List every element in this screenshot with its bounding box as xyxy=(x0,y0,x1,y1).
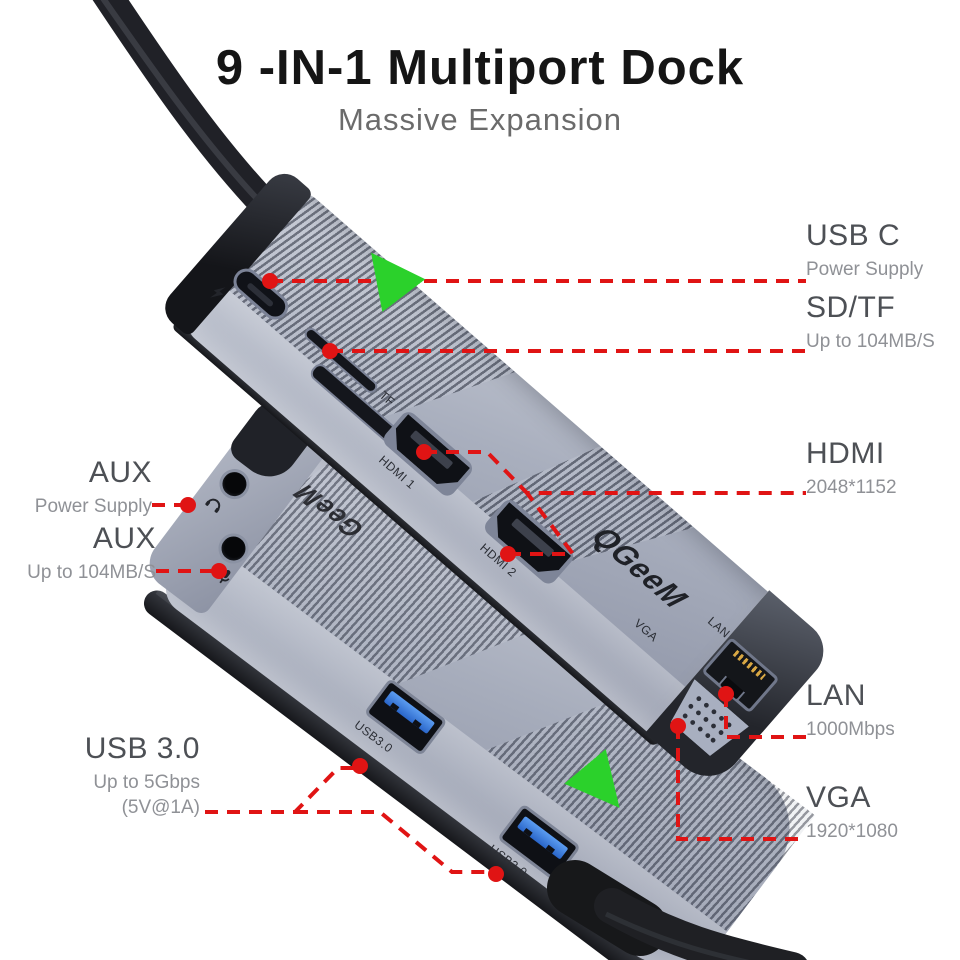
annotation-line-vga xyxy=(676,726,806,841)
callout-aux-1: AUX Power Supply xyxy=(35,455,152,516)
callout-hdmi-label: HDMI xyxy=(806,437,885,470)
green-arrow-icon-bottom xyxy=(564,749,620,808)
callout-vga-label: VGA xyxy=(806,781,871,814)
callout-sd-tf: SD/TF Up to 104MB/S xyxy=(806,290,935,351)
callout-aux-2-label: AUX xyxy=(92,522,156,555)
callout-usb-c-sub: Power Supply xyxy=(806,259,924,280)
callout-vga-sub: 1920*1080 xyxy=(806,821,898,842)
callout-sd-tf-label: SD/TF xyxy=(806,291,896,324)
annotation-line-hdmi1 xyxy=(424,450,806,495)
annotation-dot-hdmi2 xyxy=(500,546,516,562)
callout-hdmi-sub: 2048*1152 xyxy=(806,477,897,498)
callout-aux-2-sub: Up to 104MB/S xyxy=(27,562,156,583)
annotation-dot-lan xyxy=(718,686,734,702)
annotation-line-usb3-a xyxy=(205,766,356,814)
callout-usb-3: USB 3.0 Up to 5Gbps (5V@1A) xyxy=(85,731,200,817)
annotation-dot-usb3-1 xyxy=(352,758,368,774)
callout-lan: LAN 1000Mbps xyxy=(806,678,895,739)
page-title: 9 -IN-1 Multiport Dock xyxy=(215,41,745,95)
annotation-dot-usb-c xyxy=(262,273,278,289)
annotation-line-hdmi2 xyxy=(508,491,578,556)
annotation-dot-aux-2 xyxy=(211,563,227,579)
callout-usb-c: USB C Power Supply xyxy=(806,218,923,279)
annotation-dot-sd-tf xyxy=(322,343,338,359)
annotation-dot-aux-1 xyxy=(180,497,196,513)
callout-sd-tf-sub: Up to 104MB/S xyxy=(806,331,935,352)
callout-usb-3-label: USB 3.0 xyxy=(84,732,200,765)
callout-lan-label: LAN xyxy=(806,679,866,712)
callout-lan-sub: 1000Mbps xyxy=(806,719,895,740)
green-arrow-icon-top xyxy=(371,252,426,312)
usb-cable-bottom xyxy=(547,860,807,960)
annotation-line-usb3-b xyxy=(295,810,492,874)
callout-hdmi: HDMI 2048*1152 xyxy=(806,436,897,497)
callout-aux-2: AUX Up to 104MB/S xyxy=(27,521,156,582)
callout-usb-3-sub2: (5V@1A) xyxy=(121,797,200,818)
annotation-dot-hdmi1 xyxy=(416,444,432,460)
annotation-line-lan xyxy=(724,694,806,739)
callout-aux-1-sub: Power Supply xyxy=(34,496,152,517)
lightning-icon xyxy=(210,287,226,298)
headphone-icon xyxy=(205,498,221,513)
callout-usb-c-label: USB C xyxy=(806,219,901,252)
callout-usb-3-sub: Up to 5Gbps xyxy=(93,772,200,793)
page-subtitle: Massive Expansion xyxy=(337,102,623,137)
annotation-dot-vga xyxy=(670,718,686,734)
callout-vga: VGA 1920*1080 xyxy=(806,780,898,841)
callout-aux-1-label: AUX xyxy=(88,456,152,489)
annotation-dot-usb3-2 xyxy=(488,866,504,882)
